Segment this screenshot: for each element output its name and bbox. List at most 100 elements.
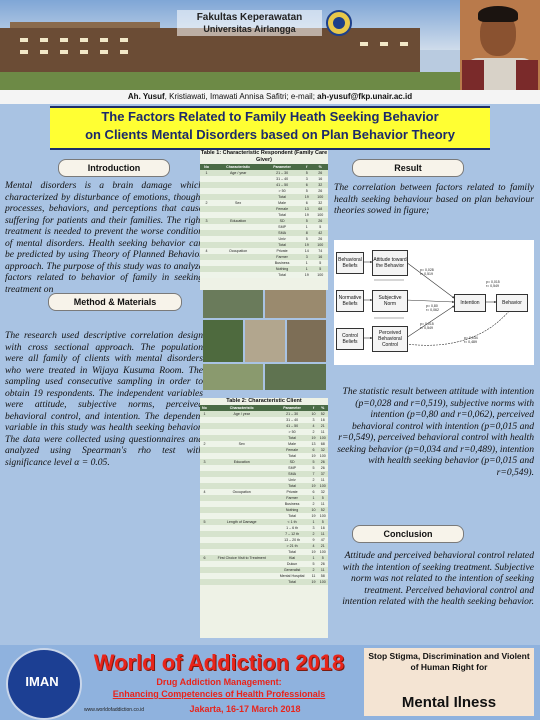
table-cell: 5 — [309, 465, 318, 471]
table-cell: Age / year — [213, 170, 264, 176]
table-cell — [200, 272, 214, 278]
table-cell: 52 — [317, 411, 328, 417]
table-cell — [200, 417, 209, 423]
table-cell: SMA — [274, 471, 310, 477]
table-header-cell: Parameter — [263, 164, 301, 170]
table-cell — [208, 465, 275, 471]
lead-author: Ah. Yusuf — [127, 92, 165, 101]
table-cell: SD — [263, 218, 301, 224]
node-intention: Intention — [454, 294, 486, 312]
author-email[interactable]: ah-yusuf@fkp.unair.ac.id — [317, 92, 413, 101]
table-cell: First Choice Visit to Treatment — [208, 555, 275, 561]
table-cell: 4 — [200, 248, 214, 254]
table-cell — [213, 236, 264, 242]
table-cell: 19 — [309, 579, 318, 585]
table-1: Table 1: Characteristic Respondent (Fami… — [200, 150, 328, 290]
table-cell — [200, 236, 214, 242]
table-cell — [200, 549, 209, 555]
table-cell: 14 — [300, 248, 313, 254]
table-cell: 11 — [317, 567, 328, 573]
slogan-box — [364, 648, 534, 716]
table-cell: 13 — [300, 206, 313, 212]
table-cell: 5 — [300, 188, 313, 194]
table-cell: Total — [274, 549, 310, 555]
table-cell — [213, 242, 264, 248]
table-cell — [200, 483, 209, 489]
table-cell — [208, 567, 275, 573]
table-cell: Male — [263, 200, 301, 206]
table-cell: 5 — [200, 519, 209, 525]
table-cell: 2 — [200, 441, 209, 447]
table-cell: 19 — [300, 194, 313, 200]
table-cell: 1 – 6 th — [274, 525, 310, 531]
table-cell — [200, 266, 214, 272]
table-cell — [200, 182, 214, 188]
table-cell: 1 — [300, 224, 313, 230]
table-cell: 6 — [300, 182, 313, 188]
table-cell — [208, 435, 275, 441]
coef-pbc-behavior: p= 0,034 r= 0,489 — [464, 336, 478, 344]
table-cell — [213, 176, 264, 182]
activity-photos — [203, 290, 326, 390]
table-cell — [200, 453, 209, 459]
table-cell: 100 — [317, 483, 328, 489]
event-website[interactable]: www.worldofaddiction.co.id — [84, 707, 145, 713]
table-cell: 16 — [312, 176, 328, 182]
table-cell: 4 — [200, 489, 209, 495]
table-header-cell: f — [309, 405, 318, 411]
table-cell: Private — [274, 489, 310, 495]
table-cell — [200, 525, 209, 531]
table-cell: 7 – 12 th — [274, 531, 310, 537]
table-header-cell: % — [317, 405, 328, 411]
photo-family — [245, 320, 285, 362]
table-cell: 11 — [317, 429, 328, 435]
table-cell: 10 — [309, 507, 318, 513]
table-cell: Univ — [274, 477, 310, 483]
table-cell — [200, 501, 209, 507]
table-cell: 2 — [309, 429, 318, 435]
table-cell — [213, 188, 264, 194]
table-cell: 19 — [300, 242, 313, 248]
table-cell: 3 — [309, 525, 318, 531]
table-cell: Mental Hospital — [274, 573, 310, 579]
table-cell: 3 — [300, 254, 313, 260]
table-cell: 100 — [317, 549, 328, 555]
table-cell: 19 — [300, 212, 313, 218]
table-cell — [200, 194, 214, 200]
table-cell: 11 — [317, 531, 328, 537]
table-cell: Private — [263, 248, 301, 254]
table-cell: > 50 — [274, 429, 310, 435]
table-cell — [208, 543, 275, 549]
table-cell: 5 — [300, 218, 313, 224]
table-cell — [200, 537, 209, 543]
coef-attitude: p= 0,028 r= 0,519 — [420, 268, 434, 276]
table-cell — [208, 417, 275, 423]
table-header-cell: Characteristic — [208, 405, 275, 411]
table-cell: Business — [263, 260, 301, 266]
photo-nurse — [203, 320, 243, 362]
table-cell — [200, 254, 214, 260]
table-cell — [200, 495, 209, 501]
table-cell — [208, 507, 275, 513]
table-cell: 1 — [200, 411, 209, 417]
table-cell — [208, 429, 275, 435]
table-cell: 26 — [312, 236, 328, 242]
table-cell — [200, 447, 209, 453]
